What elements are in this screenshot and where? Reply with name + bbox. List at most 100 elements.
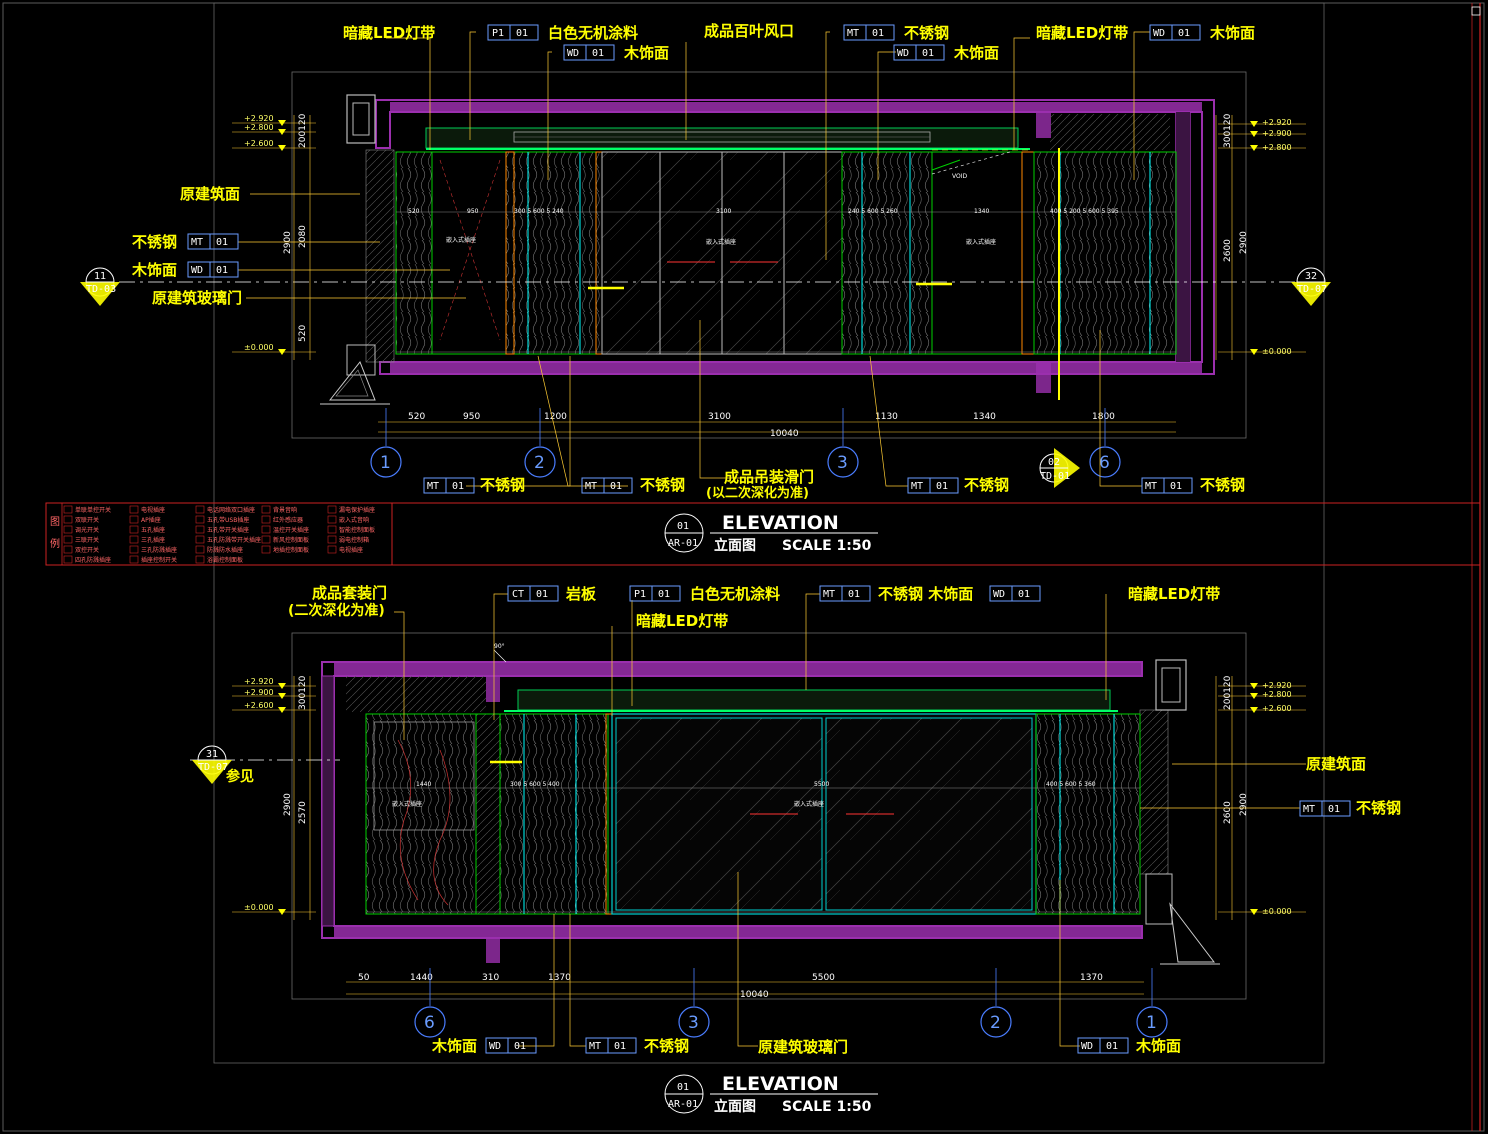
svg-text:WD: WD xyxy=(993,589,1005,600)
section-marker-bottom-left: 31 TD-07 xyxy=(192,745,232,784)
level-label: ±0.000 xyxy=(1262,907,1292,916)
label-paint: 白色无机涂料 xyxy=(690,585,780,603)
legend-symbol xyxy=(195,555,205,564)
dim-label: 50 xyxy=(358,973,370,983)
vdim: 2080 xyxy=(298,225,308,248)
bottom-axes: 6 3 2 1 xyxy=(414,968,1168,1038)
legend-item: 地插控制面板 xyxy=(273,546,309,554)
svg-text:950: 950 xyxy=(467,208,479,215)
dim-label: 1200 xyxy=(544,412,567,422)
legend-item: 双联开关 xyxy=(75,516,99,524)
label-wood: 木饰面 xyxy=(1135,1037,1181,1055)
top-elevation: 520 950 300 5 600 5 240 3100 240 5 600 5… xyxy=(90,71,1310,439)
section-sheet: TD-07 xyxy=(1297,284,1327,295)
legend-symbol xyxy=(327,515,337,524)
label-steel: 不锈钢 xyxy=(1200,476,1245,494)
svg-text:520: 520 xyxy=(408,208,420,215)
label-wood: 木饰面 xyxy=(623,44,669,62)
label-steel: 不锈钢 xyxy=(640,476,685,494)
svg-text:1340: 1340 xyxy=(974,208,989,215)
svg-text:MT: MT xyxy=(1145,481,1157,492)
level-label: +2.800 xyxy=(1262,143,1292,152)
legend-item: 红外感应器 xyxy=(273,516,303,524)
legend-symbol xyxy=(195,545,205,554)
svg-text:WD: WD xyxy=(489,1041,501,1052)
legend-item: 三孔防溅插座 xyxy=(141,546,177,554)
tag-wd: WD 01 xyxy=(989,585,1041,602)
svg-text:嵌入式插座: 嵌入式插座 xyxy=(706,238,736,246)
axis-bubble xyxy=(678,1006,710,1038)
svg-text:AR-01: AR-01 xyxy=(668,538,698,549)
level-label: +2.920 xyxy=(244,677,274,686)
svg-text:WD: WD xyxy=(1081,1041,1093,1052)
top-leaders xyxy=(238,31,1150,487)
bottom-elevation: 1440 300 5 600 5 400 5500 400 5 600 5 36… xyxy=(190,632,1247,1000)
svg-text:MT: MT xyxy=(585,481,597,492)
dim-label: 1800 xyxy=(1092,412,1115,422)
svg-text:01: 01 xyxy=(516,28,528,39)
label-led-strip: 暗藏LED灯带 xyxy=(343,24,435,42)
axis-number: 6 xyxy=(1099,453,1110,473)
svg-text:CT: CT xyxy=(512,589,524,600)
svg-text:01: 01 xyxy=(1018,589,1030,600)
svg-text:01: 01 xyxy=(936,481,948,492)
svg-text:嵌入式插座: 嵌入式插座 xyxy=(794,800,824,808)
svg-text:01: 01 xyxy=(1106,1041,1118,1052)
svg-text:P1: P1 xyxy=(492,28,504,39)
title-block-bottom: 01 AR-01 ELEVATION 立面图 SCALE 1:50 xyxy=(664,1073,878,1115)
legend-symbol xyxy=(195,515,205,524)
view-frame-bottom xyxy=(291,632,1247,1000)
svg-text:01: 01 xyxy=(922,48,934,59)
legend-item: 电话网络双口插座 xyxy=(207,506,255,514)
legend-symbol xyxy=(261,515,271,524)
label-door: 成品套装门 xyxy=(312,584,387,602)
legend-symbol xyxy=(261,505,271,514)
svg-text:400 5 200 5 600 5 39: 400 5 200 5 600 5 395 xyxy=(1050,208,1119,215)
dim-label: 1340 xyxy=(973,412,996,422)
legend-item: 单联单控开关 xyxy=(75,506,111,514)
section-sheet: TD-01 xyxy=(1040,471,1070,482)
vdim: 2570 xyxy=(298,801,308,824)
legend-item: 三联开关 xyxy=(75,536,99,544)
vdim: 200120 xyxy=(298,113,308,148)
label-glass-door: 原建筑玻璃门 xyxy=(152,289,242,307)
section-sheet: TD-07 xyxy=(198,762,228,773)
legend-side: 例 xyxy=(50,537,60,550)
section-marker-left: 11 TD-03 xyxy=(80,267,120,306)
level-label: +2.920 xyxy=(1262,118,1292,127)
svg-text:3100: 3100 xyxy=(716,208,731,215)
legend-item: 电视插座 xyxy=(141,506,165,514)
svg-text:WD: WD xyxy=(1153,28,1165,39)
bottom-dimensions: 50 1440 310 1370 5500 1370 10040 xyxy=(346,973,1144,1000)
legend-item: 电视插座 xyxy=(339,546,363,554)
legend-symbol xyxy=(261,525,271,534)
svg-text:嵌入式插座: 嵌入式插座 xyxy=(392,800,422,808)
svg-text:01: 01 xyxy=(677,1082,689,1093)
label-wood: 木饰面 xyxy=(1209,24,1255,42)
level-label: +2.600 xyxy=(1262,704,1292,713)
vdim: 300120 xyxy=(298,675,308,710)
legend-symbol xyxy=(129,545,139,554)
svg-text:01: 01 xyxy=(514,1041,526,1052)
legend-item: 新风控制面板 xyxy=(273,536,309,544)
tag-p1: P1 01 xyxy=(487,24,539,41)
legend-item: 五孔防溅带开关插座 xyxy=(207,536,261,544)
svg-text:01: 01 xyxy=(216,265,228,276)
svg-text:01: 01 xyxy=(614,1041,626,1052)
bottom-levels-left: +2.920 +2.900 +2.600 ±0.000 300120 2900 … xyxy=(232,675,316,920)
section-sheet: TD-03 xyxy=(86,284,116,295)
section-number: 11 xyxy=(94,271,106,282)
